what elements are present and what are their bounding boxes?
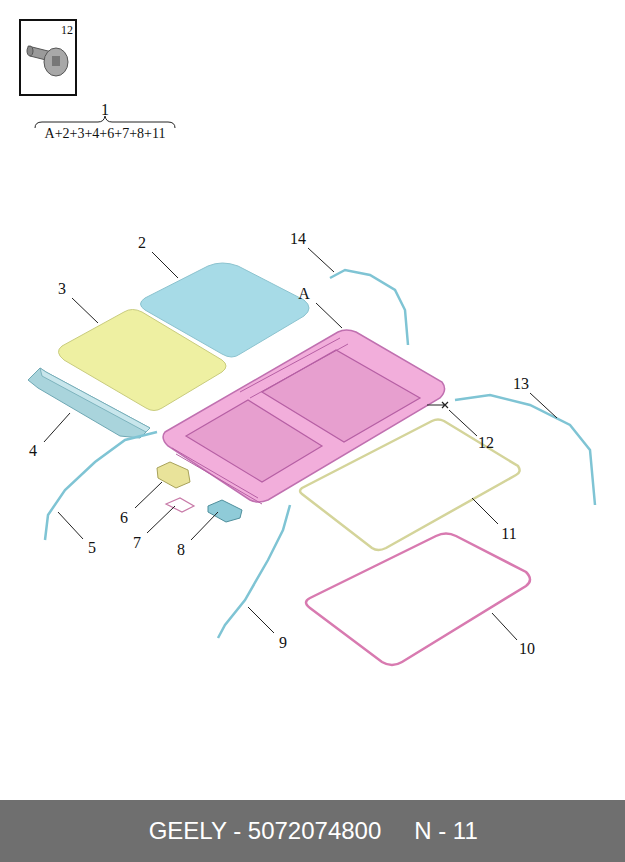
callout-number: 8 [177,542,185,558]
callout-number: 12 [478,435,494,451]
callout-number: 6 [120,510,128,526]
callout-number: 4 [29,443,37,459]
callout-number: A [298,286,310,302]
callout-number: 2 [138,235,146,251]
footer-text: GEELY - 5072074800 [149,819,382,843]
callout-number: 9 [279,635,287,651]
callout-number: 11 [501,526,516,542]
callout-number: 14 [290,231,306,247]
callout-number: 3 [58,281,66,297]
callout-number: 12 [61,24,73,36]
callout-number: 5 [88,540,96,556]
footer-text: N - 11 [414,819,478,843]
callout-number: 10 [519,641,535,657]
assembly-contents: A+2+3+4+6+7+8+11 [45,127,166,141]
footer-band: GEELY - 5072074800 N - 11 [0,800,625,862]
callout-number: 1 [101,102,109,118]
leader-lines [44,248,557,640]
inset-box: 12 [19,19,77,96]
bolt-icon [27,46,68,76]
callout-number: 13 [513,376,529,392]
callout-number: 7 [133,535,141,551]
